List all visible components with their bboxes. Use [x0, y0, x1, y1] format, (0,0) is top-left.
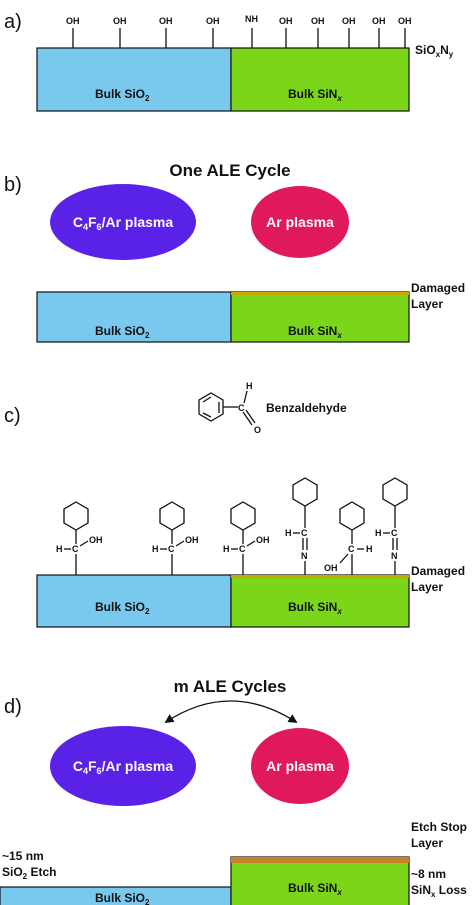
- benzaldehyde-structure: C H O: [198, 381, 261, 435]
- adsorbate-alcohol-3: C H OH: [223, 501, 270, 575]
- svg-text:H: H: [366, 544, 373, 554]
- damaged-layer: [231, 575, 409, 578]
- bulk-sio2-block: [36, 291, 232, 343]
- c4f6-ar-plasma-ellipse: [50, 184, 196, 260]
- damaged-layer-label: Damaged: [411, 281, 465, 295]
- bulk-sin-label: Bulk SiNx: [288, 324, 342, 340]
- svg-text:C: C: [239, 544, 246, 554]
- svg-text:H: H: [375, 528, 382, 538]
- svg-text:C: C: [168, 544, 175, 554]
- damaged-layer-label: Damaged: [411, 564, 465, 578]
- svg-text:OH: OH: [185, 535, 199, 545]
- cycle-arrow: [164, 700, 298, 723]
- adsorbate-alcohol-1: C H OH: [56, 501, 103, 575]
- ar-plasma-label: Ar plasma: [266, 758, 334, 774]
- panel-c: c) C H O Benzaldehyde C H OH: [4, 381, 465, 628]
- panel-a-label: a): [4, 11, 22, 33]
- bulk-sin-block: [230, 47, 410, 112]
- svg-text:N: N: [391, 551, 398, 561]
- adsorbate-imine-2: C H N: [375, 477, 408, 575]
- bulk-sin-block: [230, 856, 410, 905]
- svg-text:H: H: [152, 544, 159, 554]
- aldehyde-oxygen: O: [254, 425, 261, 435]
- svg-text:OH: OH: [89, 535, 103, 545]
- svg-text:H: H: [285, 528, 292, 538]
- panel-d-title: m ALE Cycles: [174, 677, 287, 696]
- aldehyde-carbon: C: [238, 403, 245, 413]
- svg-text:OH: OH: [256, 535, 270, 545]
- surface-group: NH: [245, 14, 258, 24]
- etch-stop-label: Layer: [411, 836, 443, 850]
- surface-group: OH: [279, 16, 293, 26]
- svg-text:H: H: [56, 544, 63, 554]
- adsorbate-alcohol-4: C H OH: [324, 501, 373, 575]
- aldehyde-hydrogen: H: [246, 381, 253, 391]
- damaged-layer-label: Layer: [411, 580, 443, 594]
- surface-group: OH: [159, 16, 173, 26]
- panel-d: d) m ALE Cycles C4F6/Ar plasma Ar plasma…: [0, 677, 467, 905]
- svg-text:OH: OH: [324, 563, 338, 573]
- sin-loss-label: ~8 nm: [411, 867, 446, 881]
- ar-plasma-ellipse: [251, 728, 349, 804]
- sio2-etch-label: SiO2 Etch: [2, 865, 56, 881]
- surface-group: OH: [66, 16, 80, 26]
- surface-group: OH: [398, 16, 412, 26]
- panel-a-surface-groups: OH OH OH OH NH OH OH OH OH OH: [66, 14, 412, 48]
- surface-group: OH: [311, 16, 325, 26]
- bulk-sio2-label: Bulk SiO2: [95, 87, 150, 103]
- sio2-etch-label: ~15 nm: [2, 849, 44, 863]
- bulk-sin-label: Bulk SiNx: [288, 600, 342, 616]
- c4f6-ar-plasma-ellipse: [50, 726, 196, 806]
- sin-loss-label: SiNx Loss: [411, 883, 467, 899]
- bulk-sio2-label: Bulk SiO2: [95, 891, 150, 905]
- svg-text:C: C: [348, 544, 355, 554]
- panel-d-label: d): [4, 696, 22, 718]
- surface-group: OH: [113, 16, 127, 26]
- etch-stop-layer: [231, 857, 409, 863]
- ar-plasma-label: Ar plasma: [266, 214, 334, 230]
- svg-text:C: C: [391, 528, 398, 538]
- panel-c-label: c): [4, 405, 21, 427]
- svg-text:N: N: [301, 551, 308, 561]
- etch-stop-label: Etch Stop: [411, 820, 467, 834]
- bulk-sio2-label: Bulk SiO2: [95, 324, 150, 340]
- panel-b-title: One ALE Cycle: [169, 161, 290, 180]
- panel-b-label: b): [4, 174, 22, 196]
- surface-layer-label: SiOxNy: [415, 43, 454, 59]
- bulk-sin-label: Bulk SiNx: [288, 881, 342, 897]
- svg-text:C: C: [72, 544, 79, 554]
- bulk-sio2-label: Bulk SiO2: [95, 600, 150, 616]
- adsorbate-alcohol-2: C H OH: [152, 501, 199, 575]
- panel-a: a) OH OH OH OH NH OH OH OH OH OH Bulk Si…: [4, 11, 454, 112]
- svg-text:C: C: [301, 528, 308, 538]
- ar-plasma-ellipse: [251, 186, 349, 258]
- damaged-layer-label: Layer: [411, 297, 443, 311]
- surface-group: OH: [372, 16, 386, 26]
- bulk-sio2-block: [36, 574, 232, 628]
- bulk-sin-block: [230, 291, 410, 343]
- bulk-sin-label: Bulk SiNx: [288, 87, 342, 103]
- svg-text:H: H: [223, 544, 230, 554]
- panel-b: b) One ALE Cycle C4F6/Ar plasma Ar plasm…: [4, 161, 465, 343]
- c4f6-ar-plasma-label: C4F6/Ar plasma: [73, 758, 174, 776]
- damaged-layer: [231, 292, 409, 295]
- adsorbate-imine-1: C H N: [285, 477, 318, 575]
- surface-group: OH: [342, 16, 356, 26]
- c4f6-ar-plasma-label: C4F6/Ar plasma: [73, 214, 174, 232]
- surface-group: OH: [206, 16, 220, 26]
- bulk-sio2-block: [36, 47, 232, 112]
- benzaldehyde-label: Benzaldehyde: [266, 401, 347, 415]
